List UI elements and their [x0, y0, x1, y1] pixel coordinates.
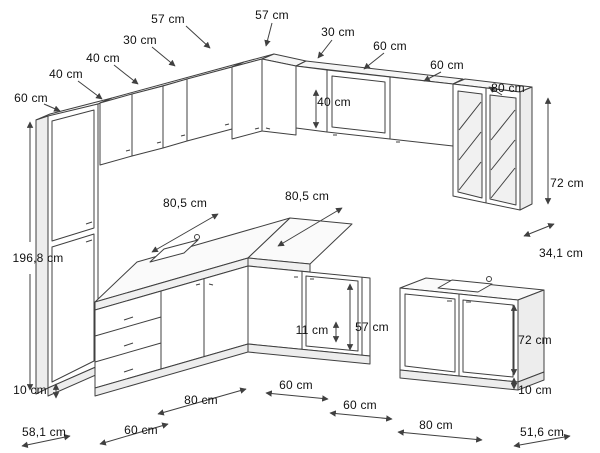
dim-label-top-57-left: 57 cm	[151, 12, 185, 26]
dim-label-bottom-60-a: 60 cm	[279, 378, 313, 392]
dim-label-top-57-right: 57 cm	[255, 8, 289, 22]
glass-wall-cabinet	[452, 78, 533, 211]
sink-bowl-right	[437, 279, 493, 293]
dim-label-mid-11-filler: 11 cm	[295, 323, 329, 337]
dim-label-left-10-plinth: 10 cm	[13, 383, 47, 397]
dim-label-height-40-wall: 40 cm	[317, 95, 351, 109]
corner-base-cabinets	[247, 265, 371, 365]
dim-label-right-72-lower: 72 cm	[518, 333, 552, 347]
dim-label-top-60-right-2: 60 cm	[430, 58, 464, 72]
dimension-arrows	[21, 22, 571, 449]
dim-label-top-40-left-1: 40 cm	[86, 51, 120, 65]
dim-label-top-60-left: 60 cm	[14, 91, 48, 105]
left-base-cabinets	[94, 265, 249, 397]
dim-label-counter-80-5-left: 80,5 cm	[162, 196, 208, 210]
dim-label-bottom-51-6-depth: 51,6 cm	[519, 425, 565, 439]
tall-cabinet	[35, 97, 113, 397]
left-wall-cabinets	[99, 61, 245, 166]
sink-base-cabinet	[399, 276, 545, 391]
dim-label-right-34-1-depth: 34,1 cm	[538, 246, 584, 260]
dim-label-bottom-58-1-depth: 58,1 cm	[21, 425, 67, 439]
dim-label-counter-80-5-right: 80,5 cm	[284, 189, 330, 203]
dim-label-top-30-left: 30 cm	[123, 33, 157, 47]
dim-label-top-40-left-2: 40 cm	[49, 67, 83, 81]
dim-label-mid-57-height: 57 cm	[355, 320, 389, 334]
dim-label-right-72-upper: 72 cm	[550, 176, 584, 190]
dim-label-right-10-plinth: 10 cm	[518, 383, 552, 397]
dim-label-bottom-60-c: 60 cm	[124, 423, 158, 437]
right-wall-cabinets	[295, 60, 464, 147]
dim-label-bottom-80-b: 80 cm	[419, 418, 453, 432]
dim-label-bottom-60-b: 60 cm	[343, 398, 377, 412]
dim-label-bottom-80-a: 80 cm	[184, 393, 218, 407]
dim-label-left-196-8-height: 196,8 cm	[12, 251, 64, 265]
faucet-right	[486, 276, 492, 282]
dim-label-top-60-right-1: 60 cm	[373, 39, 407, 53]
corner-wall-cabinet	[231, 53, 307, 140]
dim-label-top-30-right: 30 cm	[321, 25, 355, 39]
dim-label-top-80-right: 80 cm	[491, 81, 525, 95]
